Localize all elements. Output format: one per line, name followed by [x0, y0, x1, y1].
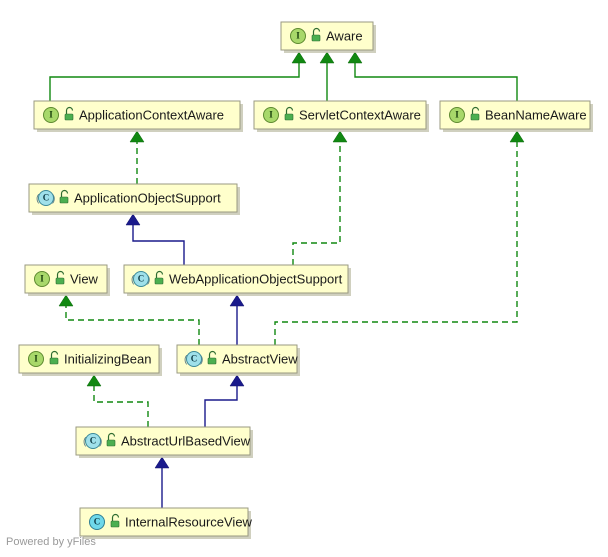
lock-open-icon [207, 350, 217, 365]
edge-arrowhead [229, 294, 245, 307]
class-stereotype-icon [186, 351, 202, 367]
edge-abstractUrlBasedView-to-abstractView [204, 374, 245, 427]
node-label: ApplicationContextAware [79, 107, 224, 122]
edge-arrowhead [154, 456, 170, 469]
class-stereotype-icon [38, 190, 54, 206]
lock-open-icon [311, 27, 321, 42]
edge-arrowhead [332, 130, 348, 143]
interface-stereotype-icon [34, 271, 50, 287]
edge-arrowhead [229, 374, 245, 387]
edge-webApplicationObjectSupport-to-servletContextAware [292, 130, 348, 265]
stereotype-letter: C [94, 517, 101, 527]
interface-stereotype-icon [449, 107, 465, 123]
icon-paren-left: ( [131, 275, 135, 286]
edge-arrowhead [125, 213, 141, 226]
edge-abstractView-to-view [58, 294, 200, 345]
stereotype-letter: I [34, 354, 38, 364]
class-stereotype-icon [85, 433, 101, 449]
node-aware[interactable]: I Aware [280, 21, 376, 53]
edge-line [292, 131, 341, 265]
stereotype-letter: I [269, 110, 273, 120]
stereotype-letter: I [296, 31, 300, 41]
edge-line [132, 214, 185, 265]
node-box[interactable] [79, 507, 249, 537]
icon-paren-left: ( [36, 194, 40, 205]
edge-abstractView-to-webApplicationObjectSupport [229, 294, 245, 345]
edge-servletContextAware-to-aware [319, 51, 335, 101]
node-initializingBean[interactable]: I InitializingBean [18, 344, 162, 376]
edge-arrowhead [319, 51, 335, 64]
interface-stereotype-icon [263, 107, 279, 123]
node-label: AbstractUrlBasedView [121, 433, 251, 448]
node-label: InitializingBean [64, 351, 151, 366]
edge-abstractView-to-beanNameAware [274, 130, 525, 345]
edge-arrowhead [86, 374, 102, 387]
edge-line [65, 295, 200, 345]
lock-open-icon [154, 270, 164, 285]
node-internalResourceView[interactable]: C InternalResourceView [79, 507, 253, 539]
class-stereotype-icon [133, 271, 149, 287]
edge-arrowhead [58, 294, 74, 307]
node-beanNameAware[interactable]: I BeanNameAware [439, 100, 593, 132]
node-label: View [70, 271, 99, 286]
node-box[interactable] [253, 100, 427, 130]
stereotype-letter: I [40, 274, 44, 284]
edge-line [204, 375, 238, 427]
edge-line [93, 375, 149, 427]
edge-arrowhead [509, 130, 525, 143]
lock-open-icon [55, 270, 65, 285]
lock-open-icon [110, 513, 120, 528]
edge-beanNameAware-to-aware [347, 51, 518, 101]
edge-abstractUrlBasedView-to-initializingBean [86, 374, 149, 427]
lock-open-icon [49, 350, 59, 365]
lock-open-icon [106, 432, 116, 447]
lock-open-icon [470, 106, 480, 121]
edge-line [354, 52, 518, 101]
stereotype-letter: C [90, 436, 97, 446]
interface-stereotype-icon [28, 351, 44, 367]
node-label: InternalResourceView [125, 514, 253, 529]
icon-paren-left: ( [83, 437, 87, 448]
node-label: ApplicationObjectSupport [74, 190, 221, 205]
edge-applicationContextAware-to-aware [49, 51, 307, 101]
stereotype-letter: C [43, 193, 50, 203]
edge-line [49, 52, 300, 101]
node-box[interactable] [75, 426, 251, 456]
stereotype-letter: C [191, 354, 198, 364]
icon-paren-left: ( [184, 355, 188, 366]
node-label: WebApplicationObjectSupport [169, 271, 343, 286]
stereotype-letter: I [455, 110, 459, 120]
lock-open-icon [284, 106, 294, 121]
node-applicationContextAware[interactable]: I ApplicationContextAware [33, 100, 243, 132]
node-label: BeanNameAware [485, 107, 587, 122]
interface-stereotype-icon [290, 28, 306, 44]
interface-stereotype-icon [43, 107, 59, 123]
lock-open-icon [59, 189, 69, 204]
class-stereotype-icon [89, 514, 105, 530]
node-label: AbstractView [222, 351, 298, 366]
edge-applicationObjectSupport-to-applicationContextAware [129, 130, 145, 184]
node-label: ServletContextAware [299, 107, 421, 122]
stereotype-letter: C [138, 274, 145, 284]
node-view[interactable]: I View [24, 264, 110, 296]
edge-arrowhead [347, 51, 363, 64]
node-label: Aware [326, 28, 363, 43]
edge-layer [49, 51, 525, 508]
edge-webApplicationObjectSupport-to-applicationObjectSupport [125, 213, 185, 265]
edge-line [274, 131, 518, 345]
watermark-label: Powered by yFiles [6, 536, 96, 548]
node-servletContextAware[interactable]: I ServletContextAware [253, 100, 429, 132]
lock-open-icon [64, 106, 74, 121]
edge-arrowhead [291, 51, 307, 64]
edge-arrowhead [129, 130, 145, 143]
stereotype-letter: I [49, 110, 53, 120]
edge-internalResourceView-to-abstractUrlBasedView [154, 456, 170, 508]
